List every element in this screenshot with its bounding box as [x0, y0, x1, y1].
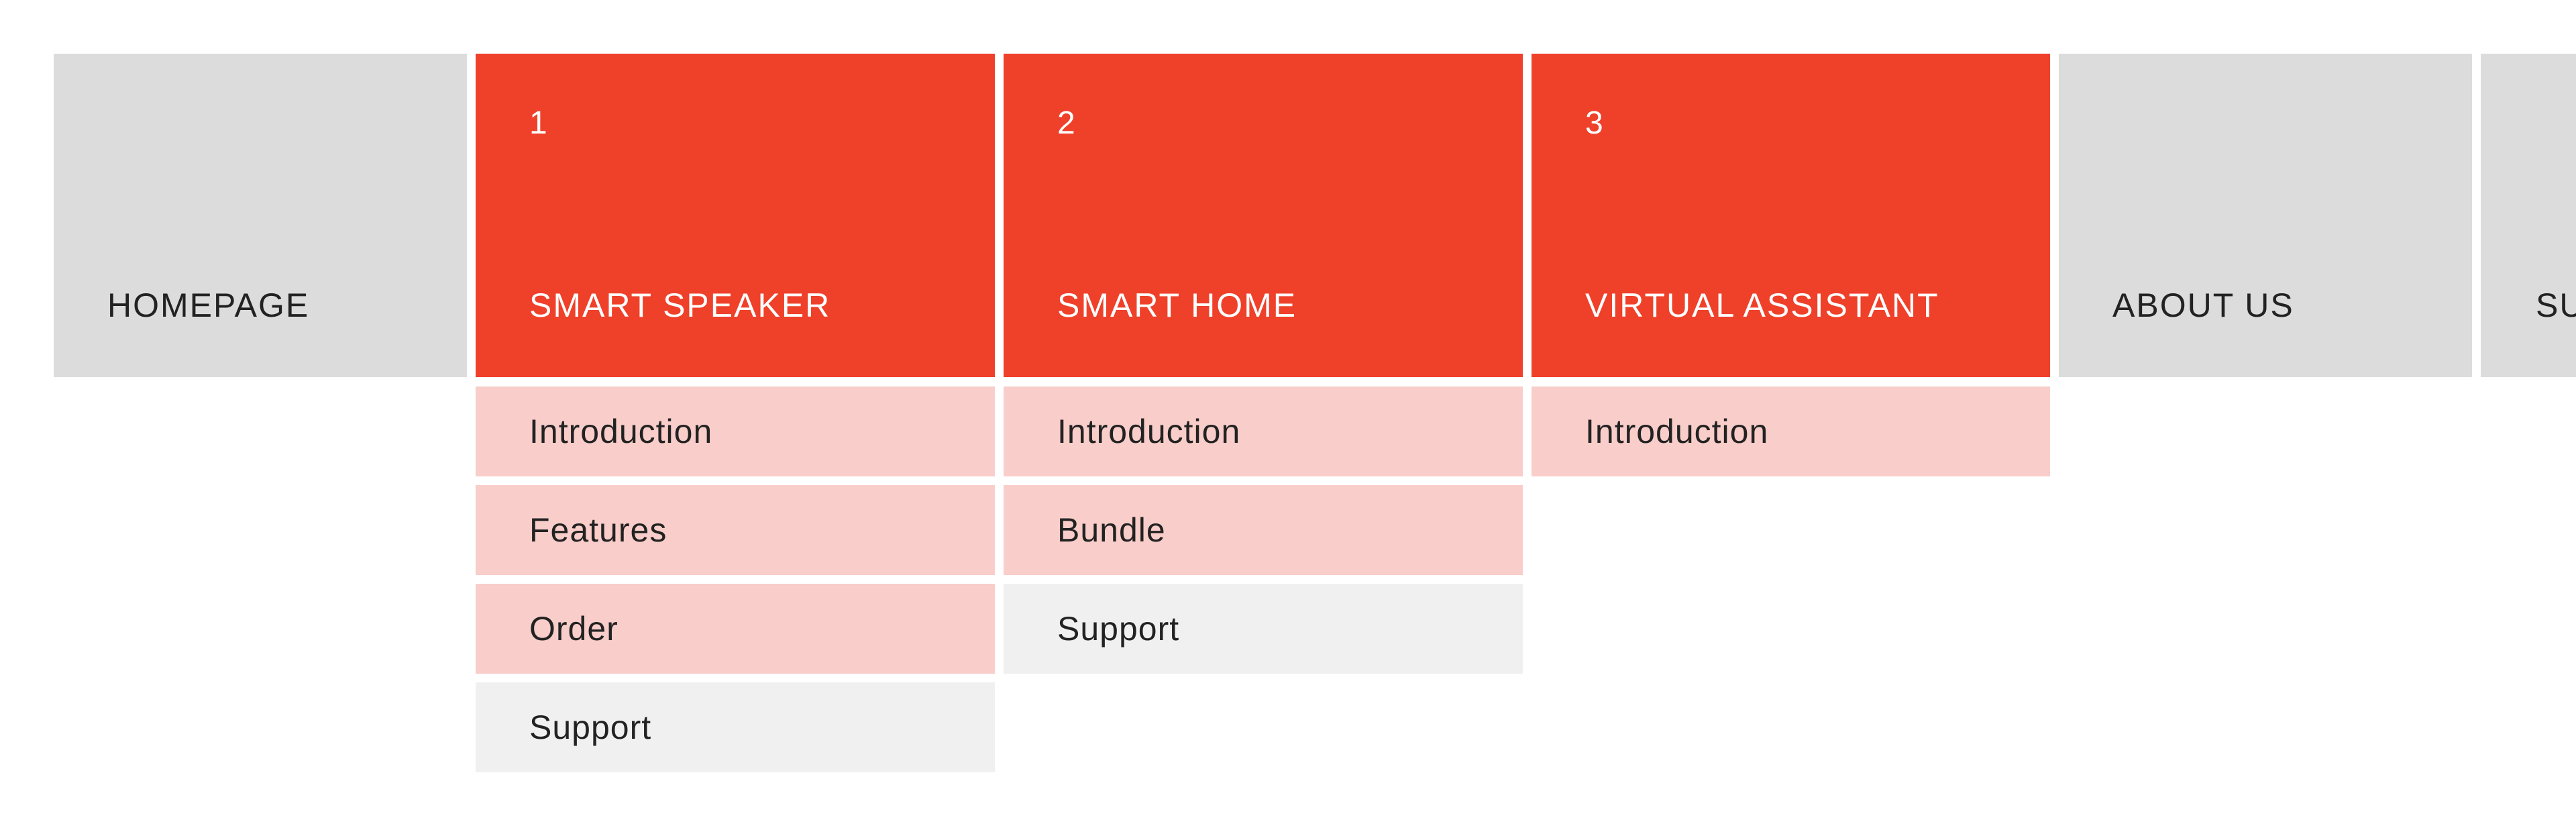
submenu-smart-speaker-support[interactable]: Support: [476, 682, 995, 772]
nav-tile-partial[interactable]: SU: [2481, 54, 2576, 377]
submenu-virtual-assistant-introduction[interactable]: Introduction: [1532, 386, 2050, 476]
nav-number-smart-speaker: 1: [529, 105, 548, 141]
submenu-smart-home-introduction[interactable]: Introduction: [1004, 386, 1523, 476]
nav-label-about-us: ABOUT US: [2112, 287, 2294, 324]
nav-tile-about-us[interactable]: ABOUT US: [2059, 54, 2472, 377]
nav-label-partial: SU: [2536, 287, 2576, 324]
nav-tile-smart-home[interactable]: 2 SMART HOME: [1004, 54, 1523, 377]
nav-label-smart-speaker: SMART SPEAKER: [529, 287, 831, 324]
nav-tile-smart-speaker[interactable]: 1 SMART SPEAKER: [476, 54, 995, 377]
submenu-smart-home-support[interactable]: Support: [1004, 584, 1523, 674]
nav-number-smart-home: 2: [1057, 105, 1076, 141]
nav-number-virtual-assistant: 3: [1585, 105, 1604, 141]
nav-tile-virtual-assistant[interactable]: 3 VIRTUAL ASSISTANT: [1532, 54, 2050, 377]
nav-label-virtual-assistant: VIRTUAL ASSISTANT: [1585, 287, 1939, 324]
submenu-smart-speaker-introduction[interactable]: Introduction: [476, 386, 995, 476]
nav-label-homepage: HOMEPAGE: [107, 287, 310, 324]
nav-label-smart-home: SMART HOME: [1057, 287, 1297, 324]
submenu-smart-home-bundle[interactable]: Bundle: [1004, 485, 1523, 575]
nav-tile-homepage[interactable]: HOMEPAGE: [54, 54, 467, 377]
submenu-smart-speaker-order[interactable]: Order: [476, 584, 995, 674]
submenu-smart-speaker-features[interactable]: Features: [476, 485, 995, 575]
